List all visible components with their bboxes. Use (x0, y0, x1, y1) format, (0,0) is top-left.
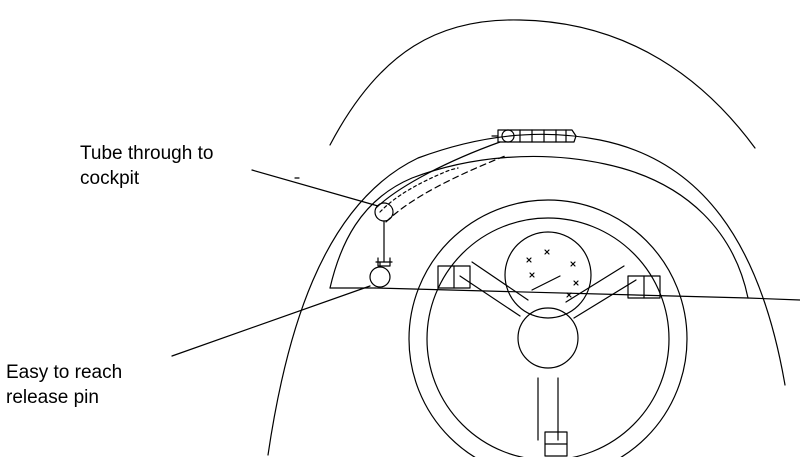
rear-release-mechanism (491, 129, 577, 143)
steering-wheel (408, 199, 688, 462)
release-tube (374, 141, 506, 267)
canopy-outline (329, 19, 756, 149)
pin-label: Easy to reach release pin (6, 362, 127, 408)
tube-leader-line (251, 169, 379, 207)
tube-label: Tube through to cockpit (80, 143, 219, 189)
pin-leader-line (171, 285, 371, 357)
dial-gauge (504, 231, 592, 319)
release-pin-handle (369, 261, 391, 288)
cockpit-cowl-arch (267, 133, 800, 456)
